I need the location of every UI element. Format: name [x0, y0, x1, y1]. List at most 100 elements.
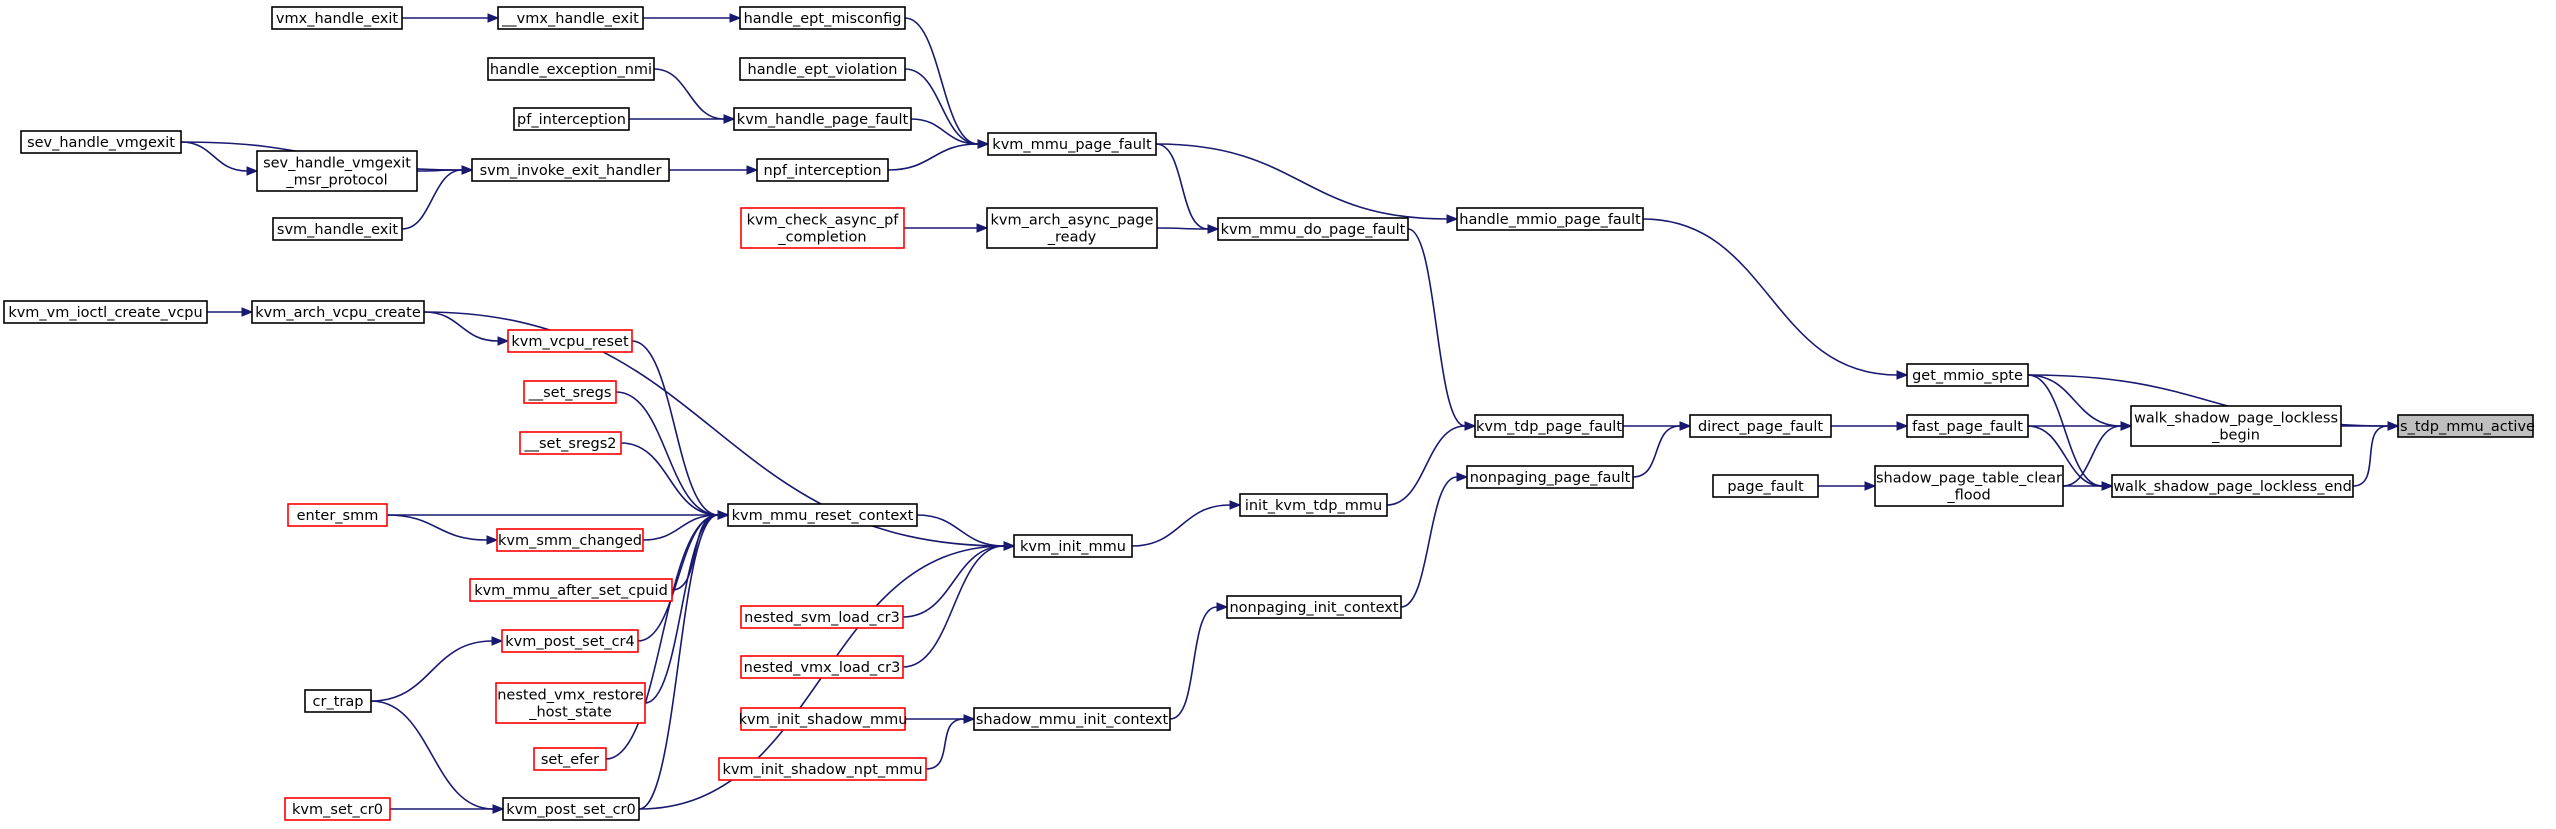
node-vmx_handle_exit[interactable]: vmx_handle_exit: [271, 6, 403, 30]
node-kvm_smm_changed[interactable]: kvm_smm_changed: [496, 528, 644, 552]
node-nonpaging_init_context[interactable]: nonpaging_init_context: [1226, 595, 1402, 619]
node-handle_mmio_page_fault[interactable]: handle_mmio_page_fault: [1456, 207, 1644, 231]
node-kvm_mmu_page_fault[interactable]: kvm_mmu_page_fault: [987, 132, 1157, 156]
node-nested_vmx_load_cr3[interactable]: nested_vmx_load_cr3: [740, 655, 904, 679]
node-nested_vmx_restore_host_state[interactable]: nested_vmx_restore_host_state: [495, 682, 646, 724]
node-fast_page_fault[interactable]: fast_page_fault: [1906, 414, 2029, 438]
node-nested_svm_load_cr3[interactable]: nested_svm_load_cr3: [740, 605, 904, 629]
node-box: [718, 757, 927, 781]
edge-kvm_init_mmu-to-init_kvm_tdp_mmu: [1131, 500, 1242, 547]
node-label: _begin: [2211, 427, 2260, 443]
node-get_mmio_spte[interactable]: get_mmio_spte: [1906, 363, 2029, 387]
edge-kvm_mmu_page_fault-to-kvm_mmu_do_page_fault: [1155, 143, 1220, 234]
node-kvm_handle_page_fault[interactable]: kvm_handle_page_fault: [733, 107, 912, 131]
arrowhead-icon: [963, 714, 976, 724]
node-kvm_vcpu_reset[interactable]: kvm_vcpu_reset: [507, 329, 633, 353]
edge-cr_trap-to-kvm_post_set_cr4: [370, 636, 504, 702]
arrowhead-icon: [1207, 224, 1220, 234]
node-shadow_page_table_clear_flood[interactable]: shadow_page_table_clear_flood: [1874, 465, 2064, 507]
node-kvm_mmu_reset_context[interactable]: kvm_mmu_reset_context: [727, 503, 918, 527]
node-svm_handle_exit[interactable]: svm_handle_exit: [272, 217, 403, 241]
edge-kvm_mmu_do_page_fault-to-kvm_tdp_page_fault: [1407, 228, 1477, 431]
edge-vmx_handle_exit-to-__vmx_handle_exit: [402, 13, 500, 23]
node-handle_ept_misconfig[interactable]: handle_ept_misconfig: [739, 6, 906, 30]
arrowhead-icon: [461, 165, 474, 175]
node-direct_page_fault[interactable]: direct_page_fault: [1689, 414, 1832, 438]
node-kvm_init_mmu[interactable]: kvm_init_mmu: [1013, 534, 1133, 558]
node-kvm_arch_vcpu_create[interactable]: kvm_arch_vcpu_create: [251, 300, 425, 324]
node-__set_sregs[interactable]: __set_sregs: [523, 380, 617, 404]
node-enter_smm[interactable]: enter_smm: [287, 503, 388, 527]
edge-line: [2027, 374, 2103, 487]
node-nonpaging_page_fault[interactable]: nonpaging_page_fault: [1466, 465, 1634, 489]
node-walk_shadow_page_lockless_begin[interactable]: walk_shadow_page_lockless_begin: [2130, 405, 2342, 447]
node-label: kvm_mmu_page_fault: [992, 137, 1152, 153]
node-__set_sregs2[interactable]: __set_sregs2: [519, 431, 622, 455]
edge-line: [1632, 425, 1681, 478]
nodes-layer: is_tdp_mmu_active walk_shadow_page_lockle…: [3, 6, 2535, 821]
node-shadow_mmu_init_context[interactable]: shadow_mmu_init_context: [973, 707, 1171, 731]
node-svm_invoke_exit_handler[interactable]: svm_invoke_exit_handler: [471, 158, 670, 182]
node-kvm_tdp_page_fault[interactable]: kvm_tdp_page_fault: [1474, 414, 1624, 438]
edge-line: [653, 68, 725, 120]
node-box: [507, 329, 633, 353]
node-npf_interception[interactable]: npf_interception: [756, 158, 889, 182]
node-kvm_init_shadow_npt_mmu[interactable]: kvm_init_shadow_npt_mmu: [718, 757, 927, 781]
node-label: svm_handle_exit: [277, 222, 398, 238]
node-label: kvm_init_shadow_mmu: [739, 712, 908, 728]
node-label: get_mmio_spte: [1912, 368, 2023, 384]
edge-line: [1642, 218, 1898, 376]
node-label: walk_shadow_page_lockless_end: [2113, 479, 2352, 495]
node-label: nested_svm_load_cr3: [744, 610, 900, 626]
node-kvm_post_set_cr0[interactable]: kvm_post_set_cr0: [502, 797, 640, 821]
node-page_fault[interactable]: page_fault: [1712, 474, 1819, 498]
node-pf_interception[interactable]: pf_interception: [513, 107, 630, 131]
node-label: kvm_post_set_cr0: [506, 802, 636, 818]
node-label: nested_vmx_restore: [497, 687, 644, 703]
node-init_kvm_tdp_mmu[interactable]: init_kvm_tdp_mmu: [1239, 493, 1388, 517]
edge-line: [2352, 425, 2389, 487]
node-handle_ept_violation[interactable]: handle_ept_violation: [739, 57, 906, 81]
arrowhead-icon: [976, 223, 989, 233]
node-box: [523, 380, 617, 404]
edge-line: [605, 514, 719, 760]
node-walk_shadow_page_lockless_end[interactable]: walk_shadow_page_lockless_end: [2111, 474, 2354, 498]
arrowhead-icon: [1864, 481, 1877, 491]
node-label: _ready: [1047, 229, 1097, 245]
node-label: __set_sregs2: [523, 436, 616, 452]
node-box: [495, 682, 646, 724]
node-kvm_mmu_do_page_fault[interactable]: kvm_mmu_do_page_fault: [1217, 217, 1409, 241]
node-set_efer[interactable]: set_efer: [533, 747, 607, 771]
edge-direct_page_fault-to-fast_page_fault: [1831, 421, 1909, 431]
node-kvm_init_shadow_mmu[interactable]: kvm_init_shadow_mmu: [739, 707, 908, 731]
node-kvm_set_cr0[interactable]: kvm_set_cr0: [284, 797, 391, 821]
node-label: _flood: [1946, 487, 1990, 503]
node-box: [1456, 207, 1644, 231]
node-kvm_check_async_pf_completion[interactable]: kvm_check_async_pf_completion: [740, 207, 905, 249]
node-label: __vmx_handle_exit: [501, 11, 639, 27]
node-kvm_post_set_cr4[interactable]: kvm_post_set_cr4: [501, 629, 639, 653]
node-label: vmx_handle_exit: [276, 11, 398, 27]
edge-line: [637, 514, 719, 642]
node-sev_handle_vmgexit_msr_protocol[interactable]: sev_handle_vmgexit_msr_protocol: [256, 150, 418, 192]
node-kvm_arch_async_page_ready[interactable]: kvm_arch_async_page_ready: [986, 207, 1158, 249]
node-kvm_vm_ioctl_create_vcpu[interactable]: kvm_vm_ioctl_create_vcpu: [3, 300, 208, 324]
node-is_tdp_mmu_active[interactable]: is_tdp_mmu_active: [2396, 414, 2535, 438]
node-sev_handle_vmgexit[interactable]: sev_handle_vmgexit: [20, 130, 182, 154]
node-box: [497, 6, 644, 30]
arrowhead-icon: [491, 636, 504, 646]
edge-svm_handle_exit-to-svm_invoke_exit_handler: [401, 165, 474, 230]
edge-line: [1169, 606, 1218, 720]
node-__vmx_handle_exit[interactable]: __vmx_handle_exit: [497, 6, 644, 30]
node-box: [304, 689, 372, 713]
edge-line: [902, 545, 1005, 618]
node-box: [533, 747, 607, 771]
node-kvm_mmu_after_set_cpuid[interactable]: kvm_mmu_after_set_cpuid: [469, 578, 673, 602]
edge-kvm_arch_async_page_ready-to-kvm_mmu_do_page_fault: [1156, 224, 1220, 234]
edge-__set_sregs-to-kvm_mmu_reset_context: [615, 391, 730, 520]
node-label: kvm_set_cr0: [292, 802, 383, 818]
node-handle_exception_nmi[interactable]: handle_exception_nmi: [487, 57, 655, 81]
edge-line: [386, 514, 488, 541]
node-cr_trap[interactable]: cr_trap: [304, 689, 372, 713]
